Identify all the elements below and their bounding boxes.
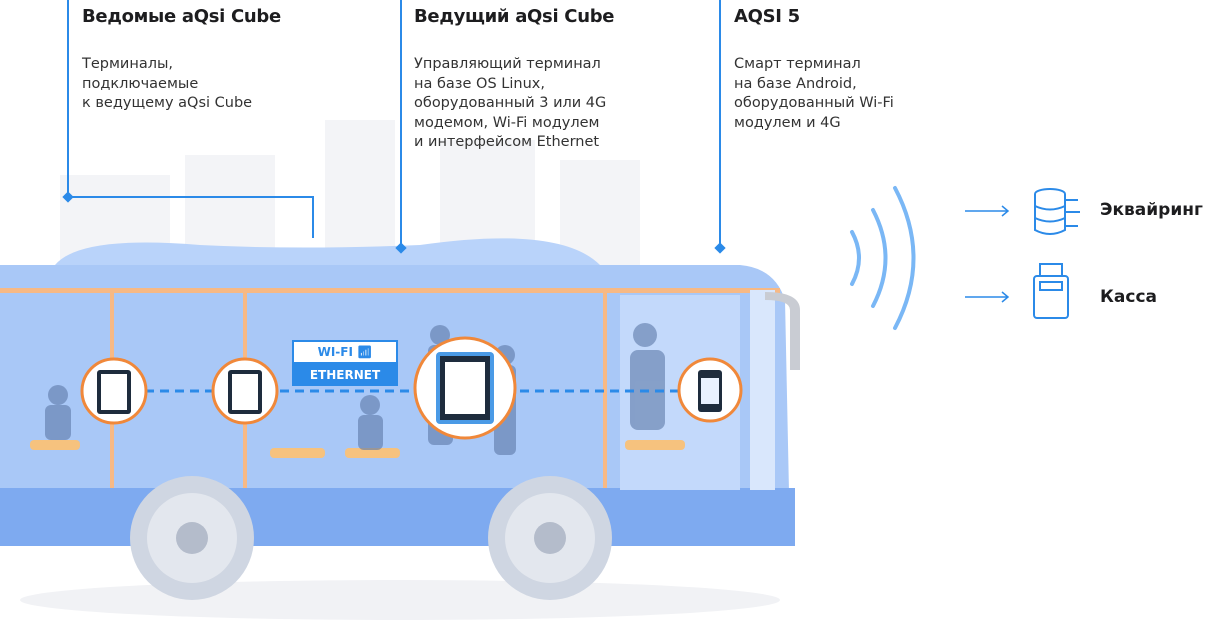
city-background: [60, 120, 640, 265]
database-icon: [1034, 188, 1080, 235]
destination-acquiring: Эквайринг: [1100, 200, 1203, 220]
mirror: [765, 292, 800, 370]
wifi-label: WI-FI: [317, 345, 353, 359]
column-text: Смарт терминал на базе Android, оборудов…: [734, 56, 894, 131]
wheel-front: [130, 476, 254, 600]
column-title: Ведомые aQsi Cube: [82, 6, 281, 27]
ethernet-label: ETHERNET: [292, 364, 398, 386]
master-terminal: [413, 336, 517, 440]
column-title: AQSI 5: [734, 6, 800, 27]
column-master-cube: Ведущий aQsi Cube Управляющий терминал н…: [414, 0, 615, 153]
handrail: [0, 288, 780, 293]
slave-terminal-2: [211, 357, 279, 425]
bus-bottom: [0, 488, 795, 546]
network-sign: WI-FI 📶︎ ETHERNET: [292, 340, 398, 386]
cash-register-icon: [1033, 263, 1069, 319]
aqsi5-terminal: [677, 357, 743, 423]
column-aqsi5: AQSI 5 Смарт терминал на базе Android, о…: [734, 0, 894, 133]
wireless-waves-icon: [850, 186, 916, 330]
column-text: Терминалы, подключаемые к ведущему aQsi …: [82, 56, 253, 111]
wheel-rear: [488, 476, 612, 600]
wifi-icon: 📶︎: [357, 345, 373, 359]
column-title: Ведущий aQsi Cube: [414, 6, 615, 27]
slave-terminal-1: [80, 357, 148, 425]
arrow-right-icon: [965, 205, 1010, 217]
column-text: Управляющий терминал на базе OS Linux, о…: [414, 56, 607, 150]
bus-body: [0, 265, 790, 540]
shadow: [20, 580, 780, 620]
arrow-right-icon: [965, 291, 1010, 303]
destination-cash-register: Касса: [1100, 287, 1157, 307]
column-slave-cube: Ведомые aQsi Cube Терминалы, подключаемы…: [82, 0, 281, 114]
